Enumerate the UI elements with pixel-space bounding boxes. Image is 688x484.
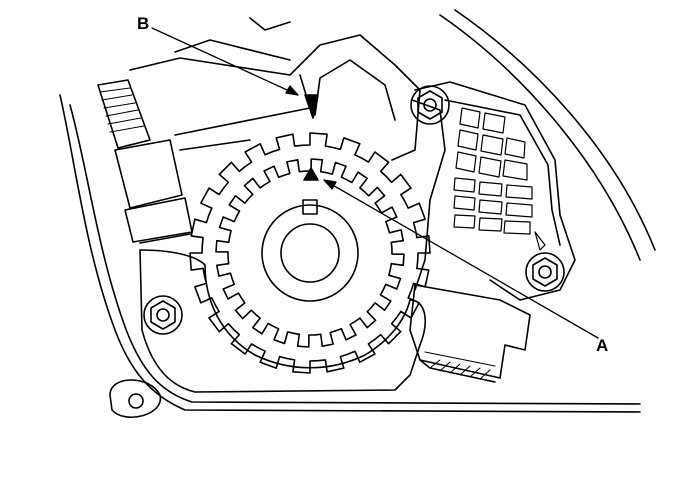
connector-block (409, 284, 531, 383)
bolt-top-right (410, 85, 450, 125)
leader-line-a (323, 179, 599, 339)
timing-ring (189, 132, 431, 374)
upper-cover-plate (129, 34, 421, 161)
sensor-cable (97, 79, 193, 244)
bracket-grid (453, 107, 546, 251)
keyway-mark (302, 199, 318, 215)
mounting-ear (109, 379, 162, 418)
belt-guide-plate (139, 249, 426, 393)
engine-block-outline (59, 9, 656, 413)
pointer-mark-b (304, 94, 319, 119)
leader-line-b (151, 27, 299, 96)
pointer-mark-a (303, 167, 319, 181)
callout-label-a: A (596, 336, 609, 355)
bolt-right (525, 252, 565, 292)
crankshaft-sprocket (215, 158, 405, 348)
bolt-left (143, 295, 183, 335)
callout-label-b: B (137, 14, 150, 33)
